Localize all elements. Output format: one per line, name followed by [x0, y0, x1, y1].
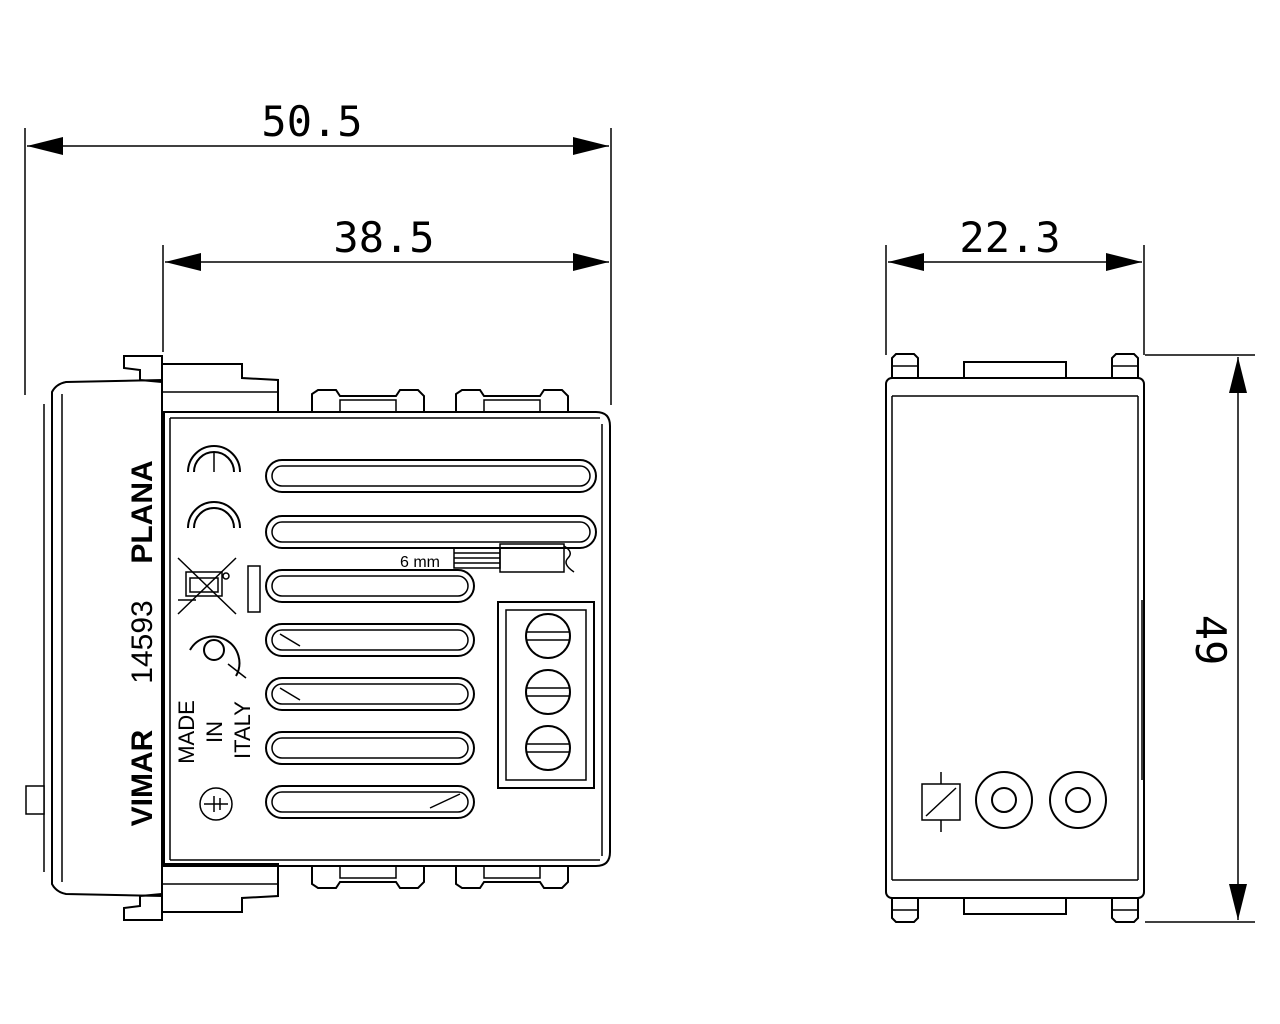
screw-terminal-icon — [525, 669, 571, 715]
led-indicator-icon — [1049, 771, 1107, 829]
weee-bin-icon — [177, 557, 237, 615]
led-indicator-icon — [975, 771, 1033, 829]
overall-width-label: 50.5 — [261, 97, 362, 146]
product-code-label: 14593 — [126, 600, 159, 683]
module-side-view — [885, 353, 1145, 923]
origin-line-1: MADE — [174, 700, 199, 764]
relay-coil-icon — [921, 772, 961, 832]
height-label: 49 — [1186, 615, 1235, 666]
origin-line-3: ITALY — [230, 701, 255, 759]
ce-mark-icon — [187, 445, 241, 529]
earth-symbol-icon — [199, 787, 233, 821]
body-width-label: 38.5 — [333, 213, 434, 262]
screw-terminal-block — [497, 601, 595, 789]
screw-terminal-icon — [525, 725, 571, 771]
dimension-overall-width: 50.5 — [24, 97, 612, 405]
series-label: PLANA — [126, 460, 159, 563]
brand-label: VIMAR — [126, 729, 159, 826]
side-width-label: 22.3 — [959, 213, 1060, 262]
imq-mark-icon — [189, 635, 247, 679]
dimension-height: 49 — [1145, 354, 1255, 923]
dimension-body-width: 38.5 — [162, 213, 609, 352]
dimension-side-width: 22.3 — [885, 213, 1145, 355]
screw-terminal-icon — [525, 613, 571, 659]
module-front-view: 6 mm — [25, 355, 611, 921]
marking-field — [247, 565, 261, 613]
strip-length-gauge: 6 mm — [400, 543, 575, 573]
strip-length-label: 6 mm — [400, 554, 440, 571]
ventilation-slots — [265, 459, 597, 819]
origin-line-2: IN — [202, 721, 227, 743]
